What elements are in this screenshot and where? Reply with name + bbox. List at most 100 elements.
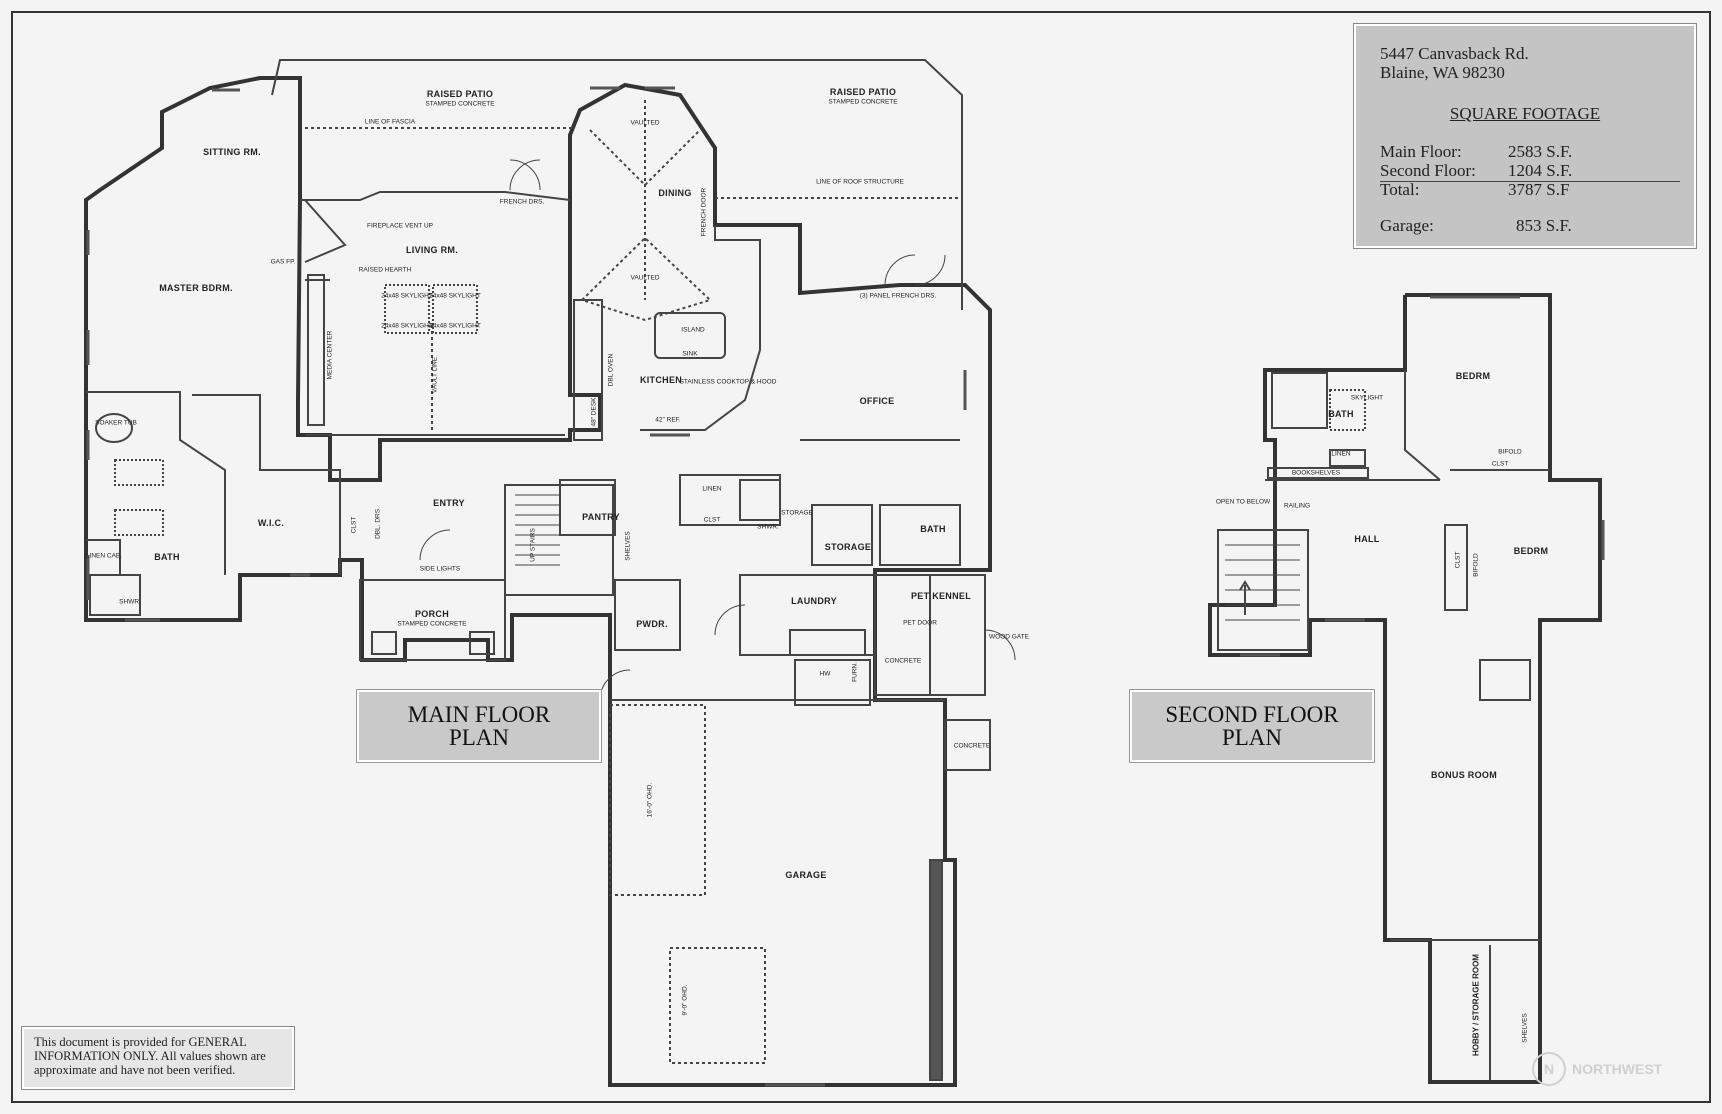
- skylight-label: 24x48 SKYLIGHT: [429, 322, 481, 330]
- hall-shower-label: SHWR.: [757, 523, 779, 531]
- second-floor-outline: [1208, 293, 1602, 1084]
- powder-room-label: PWDR.: [636, 619, 668, 629]
- stamped-concrete-left-label: STAMPED CONCRETE: [425, 100, 495, 108]
- upstairs-closet-label: CLST: [1491, 460, 1509, 468]
- garage-concrete-label: CONCRETE: [953, 742, 991, 750]
- second-floor-row-label: Second Floor:: [1380, 161, 1476, 180]
- skylight-label: 24x48 SKYLIGHT: [381, 292, 433, 300]
- hobby-shelves-label: SHELVES: [1521, 1013, 1529, 1043]
- up-stairs-label: UP STAIRS: [529, 528, 537, 562]
- living-room-label: LIVING RM.: [406, 245, 458, 255]
- second-floor-row-value: 1204 S.F.: [1508, 161, 1573, 180]
- square-footage-heading: SQUARE FOOTAGE: [1449, 104, 1601, 123]
- side-lights-label: SIDE LIGHTS: [419, 565, 461, 573]
- dining-label: DINING: [658, 188, 692, 198]
- linen-cabinet-label: LINEN CAB.: [85, 552, 123, 560]
- second-floor-title-line1: SECOND FLOOR: [1165, 702, 1339, 727]
- raised-patio-left-label: RAISED PATIO: [426, 89, 494, 99]
- second-floor-plan-title: SECOND FLOOR PLAN: [1130, 690, 1374, 762]
- kitchen-label: KITCHEN: [639, 375, 683, 385]
- skylight-label: 24x48 SKYLIGHT: [429, 292, 481, 300]
- raised-hearth-label: RAISED HEARTH: [358, 266, 412, 274]
- vault-line-label: VAULT LINE: [431, 356, 439, 394]
- water-heater-label: HW: [819, 670, 831, 678]
- railing-label: RAILING: [1283, 502, 1311, 510]
- second-floor-row: Second Floor: 1204 S.F.: [1380, 161, 1680, 182]
- vaulted-label: VAULTED: [630, 119, 660, 127]
- garage-row-value: 853 S.F.: [1516, 216, 1572, 235]
- line-of-roof-label: LINE OF ROOF STRUCTURE: [816, 178, 904, 186]
- hall-label: HALL: [1354, 534, 1380, 544]
- northwest-logo-icon: N: [1532, 1052, 1566, 1086]
- stamped-concrete-right-label: STAMPED CONCRETE: [828, 98, 898, 106]
- bookshelves-label: BOOKSHELVES: [1291, 469, 1341, 477]
- sitting-room-label: SITTING RM.: [203, 147, 261, 157]
- cooktop-label: STAINLESS COOKTOP & HOOD: [679, 378, 777, 386]
- disclaimer-note: This document is provided for GENERAL IN…: [22, 1027, 294, 1089]
- main-floor-outline: [84, 76, 992, 1087]
- double-doors-label: DBL. DRS.: [374, 507, 382, 539]
- upstairs-skylight-label: SKYLIGHT: [1350, 394, 1384, 402]
- refrigerator-label: 42" REF.: [655, 416, 681, 424]
- desk-label: 48" DESK: [590, 397, 598, 427]
- bonus-room-label: BONUS ROOM: [1431, 770, 1497, 780]
- french-door-label: FRENCH DOOR: [700, 187, 708, 237]
- bedroom-2-label: BEDRM: [1513, 546, 1549, 556]
- main-floor-plan-title: MAIN FLOOR PLAN: [357, 690, 601, 762]
- master-bath-label: BATH: [154, 552, 180, 562]
- main-floor-title-line1: MAIN FLOOR: [407, 702, 551, 727]
- kennel-concrete-label: CONCRETE: [884, 657, 922, 665]
- gas-fireplace-label: GAS FP.: [270, 258, 296, 266]
- double-oven-label: DBL OVEN: [607, 353, 615, 387]
- garage-door-16-label: 16'-0" OHD.: [646, 782, 654, 818]
- main-floor-title-line2: PLAN: [448, 725, 510, 750]
- bath-label: BATH: [920, 524, 946, 534]
- total-row-label: Total:: [1380, 180, 1420, 199]
- master-bedroom-label: MASTER BDRM.: [159, 283, 233, 293]
- total-row-value: 3787 S.F: [1508, 180, 1570, 199]
- sink-label: SINK: [682, 350, 698, 358]
- pet-kennel-label: PET KENNEL: [910, 591, 972, 601]
- vaulted-label: VAULTED: [630, 274, 660, 282]
- entry-closet-label: CLST: [350, 516, 358, 534]
- skylight-label: 24x48 SKYLIGHT: [381, 322, 433, 330]
- storage-label: STORAGE: [824, 542, 872, 552]
- bedroom-1-label: BEDRM: [1455, 371, 1491, 381]
- main-floor-row-label: Main Floor:: [1380, 142, 1462, 161]
- entry-label: ENTRY: [433, 498, 465, 508]
- storage-small-label: STORAGE: [781, 509, 813, 517]
- bedroom-2-bifold-label: BIFOLD: [1472, 553, 1480, 577]
- island-label: ISLAND: [681, 326, 705, 334]
- laundry-label: LAUNDRY: [791, 596, 837, 606]
- pet-door-label: PET DOOR: [903, 619, 937, 627]
- main-floor-row-value: 2583 S.F.: [1508, 142, 1573, 161]
- panel-french-doors-label: (3) PANEL FRENCH DRS.: [859, 292, 937, 300]
- line-of-fascia-label: LINE OF FASCIA: [364, 118, 416, 126]
- second-floor-title-line2: PLAN: [1221, 725, 1283, 750]
- walk-in-closet-label: W.I.C.: [257, 518, 285, 528]
- garage-row-label: Garage:: [1380, 216, 1434, 235]
- northwest-watermark-text: NORTHWEST: [1572, 1061, 1663, 1077]
- furnace-label: FURN.: [851, 662, 859, 682]
- pantry-label: PANTRY: [582, 512, 620, 522]
- bifold-label: BIFOLD: [1498, 448, 1522, 456]
- hall-closet-label: CLST: [703, 516, 721, 524]
- pantry-shelves-label: SHELVES: [624, 531, 632, 561]
- porch-concrete-label: STAMPED CONCRETE: [397, 620, 467, 628]
- main-floor-row: Main Floor: 2583 S.F.: [1380, 142, 1680, 162]
- garage-label: GARAGE: [785, 870, 827, 880]
- bedroom-2-closet-label: CLST: [1454, 551, 1462, 569]
- raised-patio-right-label: RAISED PATIO: [829, 87, 897, 97]
- square-footage-panel: 5447 Canvasback Rd. Blaine, WA 98230 SQU…: [1354, 24, 1696, 248]
- hobby-storage-label: HOBBY / STORAGE ROOM: [1471, 954, 1481, 1056]
- open-to-below-label: OPEN TO BELOW: [1215, 498, 1271, 506]
- porch-label: PORCH: [414, 609, 450, 619]
- wood-gate-label: WOOD GATE: [989, 633, 1029, 641]
- address-line1: 5447 Canvasback Rd.: [1380, 44, 1529, 63]
- french-doors-label: FRENCH DRS.: [499, 198, 545, 206]
- total-row: Total: 3787 S.F: [1380, 180, 1680, 200]
- garage-row: Garage: 853 S.F.: [1380, 216, 1680, 236]
- upstairs-bath-label: BATH: [1328, 409, 1354, 419]
- garage-door-9-label: 9'-0" OHD.: [681, 984, 689, 1016]
- fireplace-label: FIREPLACE VENT UP: [367, 222, 433, 230]
